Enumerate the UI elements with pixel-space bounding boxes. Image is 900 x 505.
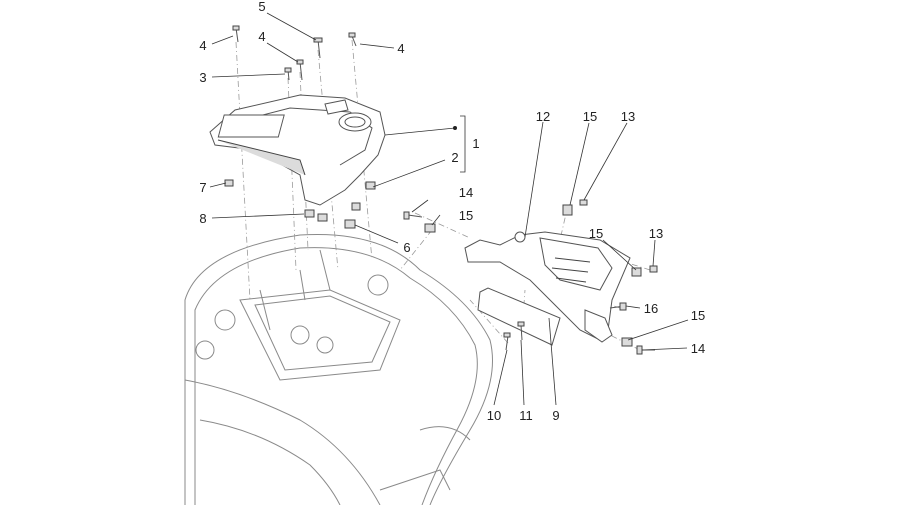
screw-16 bbox=[619, 302, 627, 311]
callout-15-left: 15 bbox=[459, 208, 473, 223]
callout-5: 5 bbox=[258, 0, 265, 14]
nut-11 bbox=[517, 321, 525, 327]
clip-15a bbox=[424, 223, 436, 233]
callout-2: 2 bbox=[451, 150, 458, 165]
screw-3 bbox=[284, 67, 292, 81]
callout-10: 10 bbox=[487, 408, 501, 423]
clip-15b bbox=[562, 204, 573, 216]
clip-6 bbox=[344, 219, 356, 229]
callout-14-top: 14 bbox=[459, 185, 473, 200]
nut-8b bbox=[317, 213, 328, 222]
callout-13-mid: 13 bbox=[649, 226, 663, 241]
screw-10 bbox=[503, 332, 511, 338]
clip-6b bbox=[351, 202, 361, 211]
nut-8 bbox=[304, 209, 315, 218]
body-shell bbox=[184, 233, 493, 505]
screw-4c bbox=[348, 32, 357, 47]
callout-4-right: 4 bbox=[397, 41, 404, 56]
callout-9: 9 bbox=[552, 408, 559, 423]
callout-12: 12 bbox=[536, 109, 550, 124]
callout-4-mid: 4 bbox=[258, 29, 265, 44]
license-plate-holder-part bbox=[464, 231, 631, 343]
clip-2 bbox=[365, 181, 376, 190]
callout-16: 16 bbox=[644, 301, 658, 316]
callout-4-left: 4 bbox=[199, 38, 206, 53]
reflector-plate-part bbox=[477, 287, 561, 346]
screw-14b bbox=[636, 345, 643, 355]
clip-15c bbox=[631, 267, 642, 277]
right-hardware bbox=[403, 199, 658, 355]
clip-nuts bbox=[224, 179, 376, 229]
callout-15-right: 15 bbox=[691, 308, 705, 323]
callout-11: 11 bbox=[519, 408, 533, 423]
leader-lines bbox=[209, 12, 689, 406]
callout-labels: 5 4 4 4 3 1 2 7 8 6 14 15 12 15 13 15 13… bbox=[199, 0, 705, 423]
callout-8: 8 bbox=[199, 211, 206, 226]
clip-15d bbox=[621, 337, 633, 347]
callout-6: 6 bbox=[403, 240, 410, 255]
rear-carrier-part bbox=[209, 94, 386, 206]
screw-5 bbox=[313, 37, 323, 59]
callout-3: 3 bbox=[199, 70, 206, 85]
callout-1: 1 bbox=[472, 136, 479, 151]
nut-7 bbox=[224, 179, 234, 187]
screw-4a bbox=[232, 25, 240, 43]
callout-13-top: 13 bbox=[621, 109, 635, 124]
screw-4b bbox=[296, 59, 304, 81]
screws-top bbox=[232, 25, 357, 81]
callout-14-right: 14 bbox=[691, 341, 705, 356]
callout-15-top: 15 bbox=[583, 109, 597, 124]
screw-13a bbox=[579, 199, 588, 206]
screw-13b bbox=[649, 265, 658, 273]
callout-15-mid: 15 bbox=[589, 226, 603, 241]
callout-7: 7 bbox=[199, 180, 206, 195]
screw-14a bbox=[403, 211, 410, 220]
